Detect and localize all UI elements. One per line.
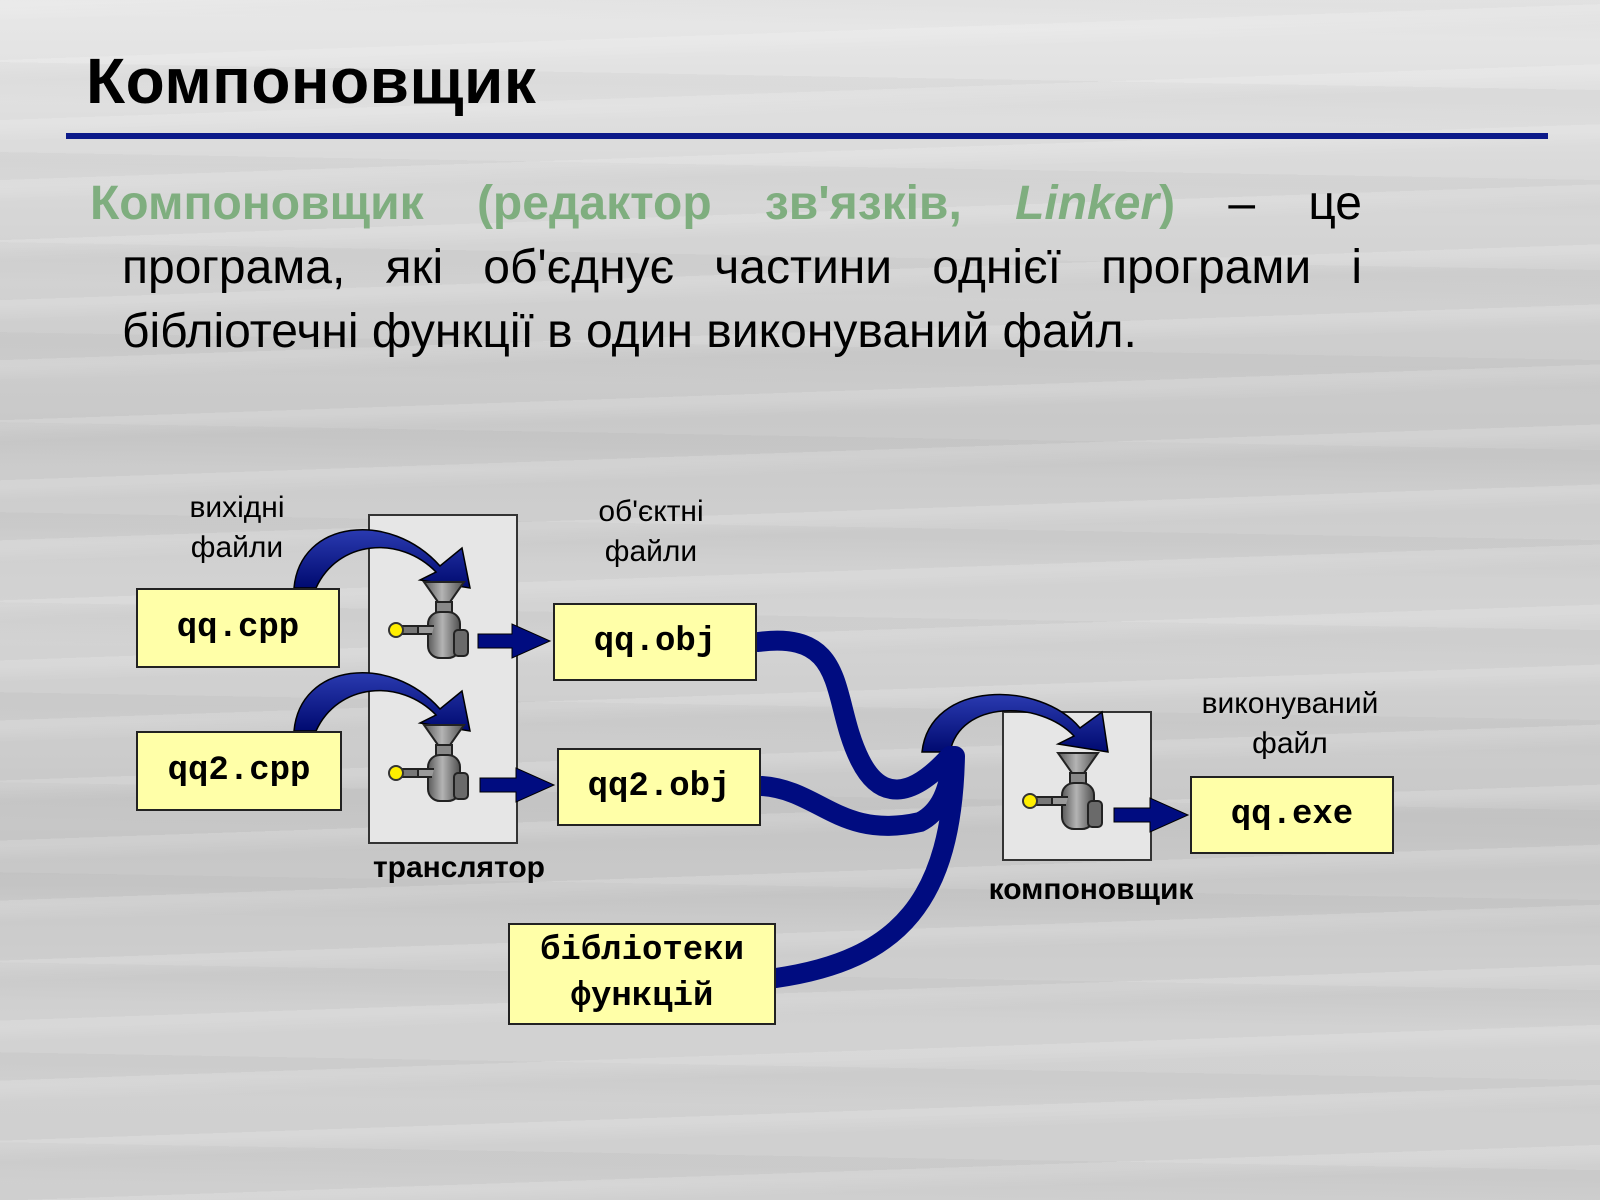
- label-object-files: об'єктні файли: [598, 495, 704, 568]
- flow-line-qq-obj: [748, 630, 960, 800]
- label-source-files: вихідні файли: [189, 491, 285, 564]
- label-translator: транслятор: [372, 851, 546, 884]
- curved-arrow-linker: [921, 693, 1109, 753]
- title-underline: [66, 133, 1548, 139]
- file-box-qq2-obj: qq2.obj: [557, 748, 761, 826]
- file-box-qq-obj: qq.obj: [553, 603, 757, 681]
- label-executable-file: виконуваний файл: [1201, 687, 1379, 760]
- arrow-to-qq2-obj: [479, 767, 556, 803]
- arrow-to-qq-exe: [1113, 797, 1190, 833]
- file-box-qq-cpp: qq.cpp: [136, 588, 340, 668]
- label-linker: компоновщик: [988, 873, 1194, 906]
- file-box-qq2-cpp: qq2.cpp: [136, 731, 342, 811]
- slide-title: Компоновщик: [86, 45, 537, 117]
- curved-arrow-source2: [293, 671, 471, 732]
- definition-term: Компоновщик (редактор зв'язків,: [90, 177, 1016, 230]
- flow-line-libraries: [766, 746, 965, 988]
- definition-term-close: ): [1159, 177, 1176, 230]
- file-box-qq-exe: qq.exe: [1190, 776, 1394, 854]
- arrow-to-qq-obj: [477, 623, 552, 659]
- curved-arrow-source1: [293, 528, 471, 589]
- definition-text: – це програма, які об'єднує частини одні…: [122, 177, 1363, 358]
- definition-term-linker: Linker: [1015, 177, 1160, 230]
- file-box-libraries: бібліотеки функцій: [508, 923, 776, 1025]
- definition-paragraph: Компоновщик (редактор зв'язків, Linker) …: [90, 172, 1362, 364]
